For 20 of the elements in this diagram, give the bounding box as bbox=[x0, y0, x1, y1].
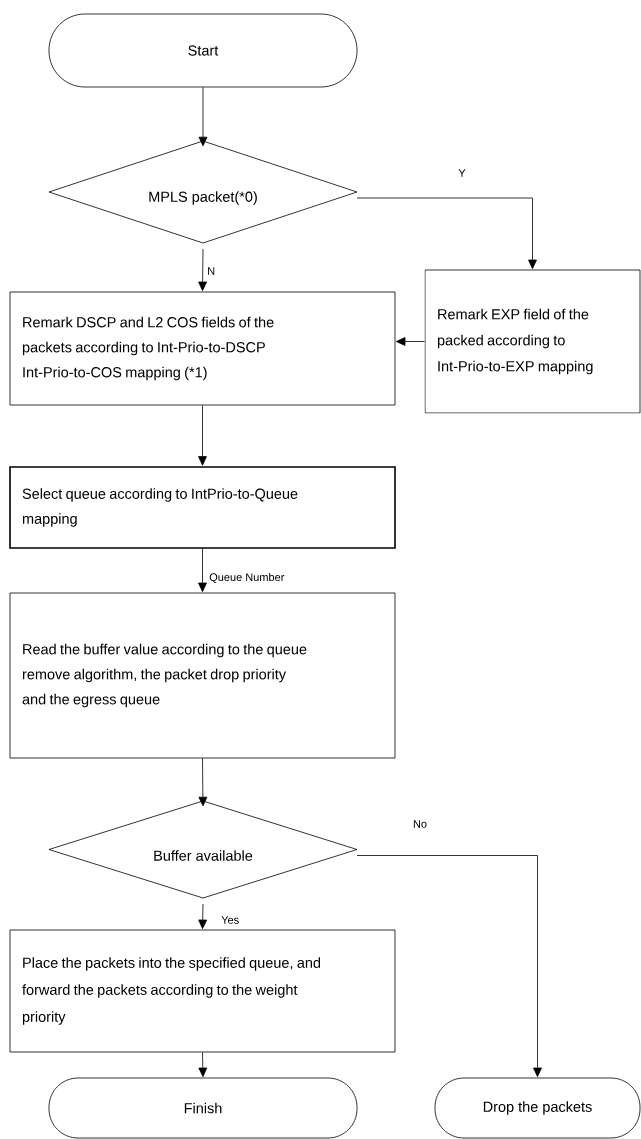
arrow bbox=[396, 337, 425, 346]
edge-label: Y bbox=[457, 168, 467, 178]
process-box: Place the packets into the specified queue, and forward the packets according to the weight priority bbox=[9, 929, 396, 1053]
arrow bbox=[198, 405, 207, 466]
arrow bbox=[198, 548, 207, 593]
arrow bbox=[198, 248, 207, 292]
process-box: Select queue according to IntPrio-to-Queue mapping bbox=[9, 466, 396, 549]
arrow bbox=[198, 87, 208, 147]
arrow bbox=[198, 1052, 208, 1078]
process-box: Remark DSCP and L2 COS fields of the packets according to Int-Prio-to-DSCP Int-Prio-to-COS mapping (*1) bbox=[9, 291, 396, 406]
edge-label: N bbox=[206, 266, 217, 276]
arrow bbox=[356, 197, 537, 270]
arrow bbox=[198, 903, 208, 930]
arrow bbox=[356, 855, 542, 1078]
process-box: Read the buffer value according to the queue remove algorithm, the packet drop priority and the egress queue bbox=[9, 592, 396, 759]
edge-label: No bbox=[411, 819, 429, 829]
arrow bbox=[198, 758, 208, 807]
edge-label: Queue Number bbox=[208, 572, 286, 585]
edge-label: Yes bbox=[220, 915, 241, 925]
process-box: Remark EXP field of the packed according to Int-Prio-to-EXP mapping bbox=[424, 269, 641, 414]
